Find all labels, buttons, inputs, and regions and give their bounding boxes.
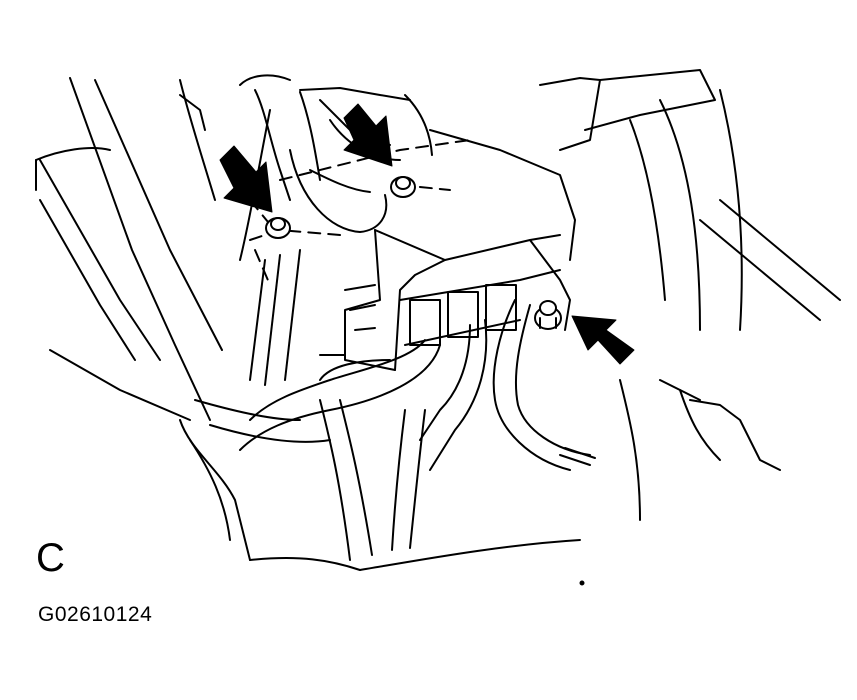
surrounding-body-structure: [35, 69, 841, 571]
panel-letter: C: [36, 536, 65, 580]
arrow-bolt-left: [219, 145, 273, 213]
relay-block: [344, 129, 576, 371]
arrow-bolt-top: [343, 103, 393, 167]
registration-dot: [579, 580, 585, 586]
wire-harness: [194, 299, 596, 561]
bolt-right: [534, 300, 562, 330]
callout-arrows: [219, 103, 635, 365]
arrow-bolt-right: [571, 315, 635, 365]
bolt-top: [390, 176, 416, 198]
bolt-left: [265, 217, 291, 239]
figure-code: G02610124: [38, 603, 153, 626]
